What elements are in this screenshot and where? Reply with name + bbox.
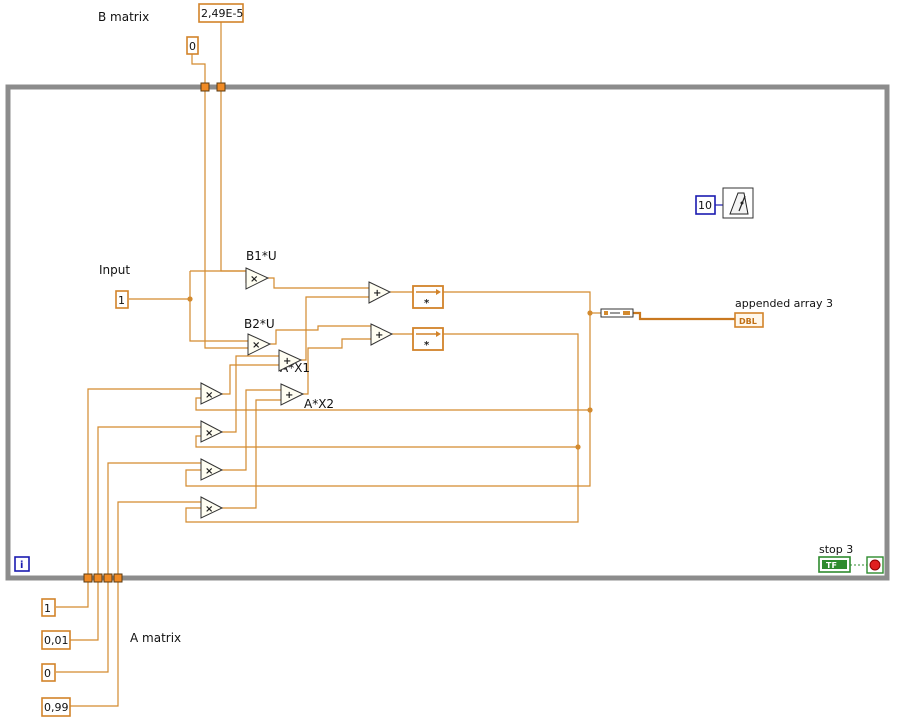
svg-text:+: + bbox=[375, 330, 383, 341]
a-constant-3[interactable]: 0 bbox=[41, 663, 56, 682]
wire-a-const-3[interactable] bbox=[56, 580, 109, 673]
wire-ax1-add1[interactable] bbox=[301, 296, 369, 361]
input-constant[interactable]: 1 bbox=[115, 290, 129, 309]
a-matrix-label: A matrix bbox=[130, 631, 181, 645]
wire-appended[interactable] bbox=[633, 311, 735, 321]
add-x1[interactable]: + bbox=[368, 281, 392, 304]
svg-text:+: + bbox=[285, 390, 293, 401]
svg-text:0,99: 0,99 bbox=[44, 701, 69, 714]
feedback-node-x1[interactable]: * bbox=[412, 285, 444, 309]
svg-text:TF: TF bbox=[826, 561, 837, 570]
wire-x1-feedback[interactable] bbox=[185, 291, 591, 487]
add-ax1[interactable]: + bbox=[278, 349, 303, 372]
wire-a2[interactable] bbox=[97, 426, 201, 575]
svg-text:×: × bbox=[205, 466, 213, 477]
metronome-icon[interactable] bbox=[722, 187, 754, 219]
a-tunnel-2 bbox=[93, 573, 103, 583]
svg-text:1: 1 bbox=[118, 294, 125, 307]
svg-text:*: * bbox=[424, 340, 430, 351]
wire-b1[interactable] bbox=[220, 90, 246, 272]
b1u-label: B1*U bbox=[246, 249, 277, 263]
svg-text:1: 1 bbox=[44, 602, 51, 615]
wire-input-branch[interactable] bbox=[189, 271, 248, 342]
wire-x2-branch[interactable] bbox=[195, 435, 578, 448]
input-label: Input bbox=[99, 263, 130, 277]
wire-ax2-add2[interactable] bbox=[303, 338, 371, 395]
add-ax2[interactable]: + bbox=[280, 383, 305, 406]
stop-button-icon[interactable] bbox=[866, 556, 884, 574]
wire-a-const-2[interactable] bbox=[70, 580, 99, 641]
wire-x2-feedback[interactable] bbox=[185, 333, 579, 523]
b-tunnel-1 bbox=[200, 82, 210, 92]
wire-m1-ax1[interactable] bbox=[222, 364, 279, 395]
a-constant-1[interactable]: 1 bbox=[41, 598, 56, 617]
wire-input-b1[interactable] bbox=[190, 270, 247, 283]
ax2-label: A*X2 bbox=[304, 397, 334, 411]
wire-a-const-1[interactable] bbox=[56, 580, 89, 608]
svg-text:0,01: 0,01 bbox=[44, 634, 69, 647]
a-tunnel-3 bbox=[103, 573, 113, 583]
b-matrix-label: B matrix bbox=[98, 10, 149, 24]
stop-label: stop 3 bbox=[819, 543, 853, 556]
wire-b-zero[interactable] bbox=[191, 53, 206, 87]
b2u-label: B2*U bbox=[244, 317, 275, 331]
a-constant-2[interactable]: 0,01 bbox=[41, 630, 71, 650]
wire-junctions bbox=[187, 296, 593, 450]
svg-text:×: × bbox=[205, 428, 213, 439]
svg-text:*: * bbox=[424, 298, 430, 309]
build-array-icon[interactable] bbox=[600, 308, 634, 318]
multiply-a2[interactable]: × bbox=[200, 420, 224, 443]
wire-x1-branch[interactable] bbox=[195, 397, 590, 411]
svg-text:i: i bbox=[20, 560, 23, 571]
wire-m2-ax1[interactable] bbox=[222, 355, 279, 433]
svg-text:×: × bbox=[205, 504, 213, 515]
appended-array-label: appended array 3 bbox=[735, 297, 833, 310]
multiply-a4[interactable]: × bbox=[200, 496, 224, 519]
svg-text:0: 0 bbox=[189, 40, 196, 53]
multiply-b2u[interactable]: × bbox=[247, 333, 272, 356]
svg-text:DBL: DBL bbox=[739, 317, 757, 326]
b-constant-zero[interactable]: 0 bbox=[186, 36, 199, 55]
a-tunnel-4 bbox=[113, 573, 123, 583]
wire-a4[interactable] bbox=[117, 501, 201, 575]
stop-boolean-control[interactable]: TF bbox=[818, 556, 851, 573]
svg-text:×: × bbox=[250, 274, 258, 285]
b-tunnel-2 bbox=[216, 82, 226, 92]
svg-text:×: × bbox=[205, 390, 213, 401]
wire-b2[interactable] bbox=[204, 90, 248, 349]
feedback-node-x2[interactable]: * bbox=[412, 327, 444, 351]
svg-text:×: × bbox=[252, 340, 260, 351]
add-x2[interactable]: + bbox=[370, 323, 394, 346]
while-loop-frame[interactable] bbox=[5, 84, 890, 581]
b-constant-value[interactable]: 2,49E-5 bbox=[198, 3, 244, 23]
wire-m3-ax2[interactable] bbox=[222, 389, 281, 471]
multiply-a3[interactable]: × bbox=[200, 458, 224, 481]
wire-a1[interactable] bbox=[87, 388, 201, 575]
a-constant-4[interactable]: 0,99 bbox=[41, 697, 71, 717]
multiply-a1[interactable]: × bbox=[200, 382, 224, 405]
appended-array-indicator[interactable]: DBL bbox=[734, 312, 764, 328]
wire-b1u-add[interactable] bbox=[268, 277, 369, 289]
svg-text:2,49E-5: 2,49E-5 bbox=[201, 7, 243, 20]
iteration-terminal[interactable]: i bbox=[14, 556, 30, 572]
svg-text:+: + bbox=[373, 288, 381, 299]
a-tunnel-1 bbox=[83, 573, 93, 583]
svg-text:10: 10 bbox=[698, 199, 712, 212]
wire-b2u-add[interactable] bbox=[270, 325, 372, 345]
multiply-b1u[interactable]: × bbox=[245, 267, 270, 290]
wait-constant[interactable]: 10 bbox=[695, 195, 716, 215]
wires bbox=[56, 22, 867, 707]
svg-text:0: 0 bbox=[44, 667, 51, 680]
wire-a3[interactable] bbox=[107, 462, 201, 575]
svg-text:+: + bbox=[283, 356, 291, 367]
wire-m4-ax2[interactable] bbox=[222, 399, 281, 509]
wire-a-const-4[interactable] bbox=[70, 580, 119, 707]
